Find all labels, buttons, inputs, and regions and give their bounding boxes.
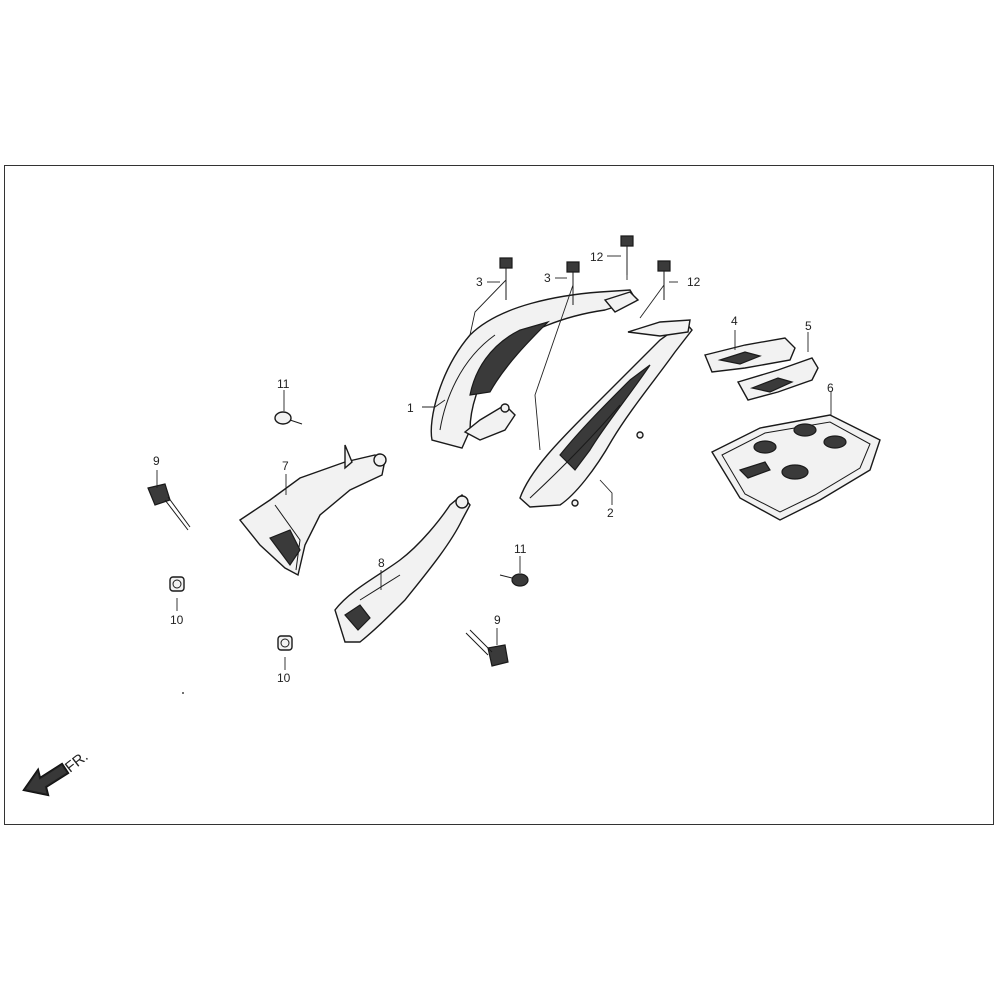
callout-12a: 12 <box>590 250 604 264</box>
callout-9b: 9 <box>494 613 501 627</box>
callout-3a: 3 <box>476 275 483 289</box>
callout-7: 7 <box>282 459 289 473</box>
callout-10a: 10 <box>170 613 184 627</box>
callout-1: 1 <box>407 401 414 415</box>
part-7-left-bracket <box>238 444 387 577</box>
part-11-screw-a <box>274 411 303 425</box>
part-4-pad <box>704 337 796 373</box>
callout-10b: 10 <box>277 671 291 685</box>
part-6-carrier-plate <box>711 414 881 521</box>
callout-12b: 12 <box>687 275 701 289</box>
callout-6: 6 <box>827 381 834 395</box>
part-9-bolt-b <box>465 629 509 667</box>
diagram-frame <box>4 165 994 825</box>
callout-8: 8 <box>378 556 385 570</box>
part-9-bolt-a <box>147 483 191 531</box>
part-2-right-grab-rail <box>519 319 693 508</box>
callout-9a: 9 <box>153 454 160 468</box>
part-10-nut-b <box>277 635 293 651</box>
part-10-nut-a <box>169 576 185 592</box>
callout-4: 4 <box>731 314 738 328</box>
leader-lines <box>156 255 832 670</box>
callout-3b: 3 <box>544 271 551 285</box>
callout-2: 2 <box>607 506 614 520</box>
part-5-pad <box>736 357 819 401</box>
part-1-left-grab-rail <box>430 289 640 449</box>
part-8-bottom-bracket <box>334 494 471 643</box>
part-12-bolt-b <box>657 260 671 300</box>
callout-11b: 11 <box>514 542 527 556</box>
callout-5: 5 <box>805 319 812 333</box>
part-3-bolt-a <box>499 257 513 300</box>
part-3-bolt-b <box>566 261 580 305</box>
callout-11a: 11 <box>277 377 290 391</box>
callouts: 1 2 3 3 4 5 6 7 8 9 9 10 10 11 11 12 12 <box>153 250 834 685</box>
front-direction-arrow-icon <box>22 762 70 797</box>
part-11-screw-b <box>499 573 529 587</box>
